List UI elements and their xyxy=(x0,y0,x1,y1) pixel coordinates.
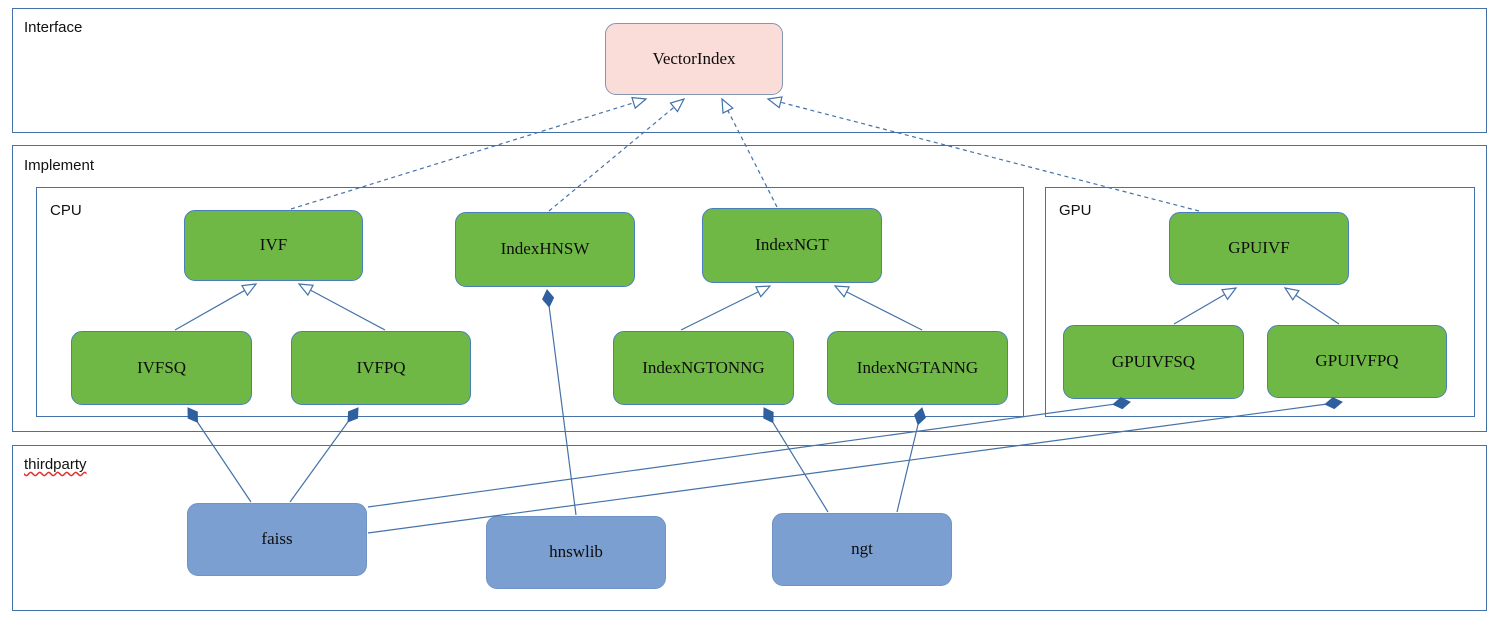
node-label-gpuivf: GPUIVF xyxy=(1228,238,1290,258)
node-label-indexhnsw: IndexHNSW xyxy=(500,239,590,259)
group-label-interface: Interface xyxy=(24,19,83,36)
node-indexhnsw[interactable]: IndexHNSW xyxy=(455,212,635,287)
node-vectorindex[interactable]: VectorIndex xyxy=(605,23,783,95)
node-faiss[interactable]: faiss xyxy=(187,503,367,576)
group-label-implement: Implement xyxy=(24,157,95,174)
node-label-ivfpq: IVFPQ xyxy=(356,357,406,377)
node-label-indexngt: IndexNGT xyxy=(755,235,829,255)
node-label-indexngtonng: IndexNGTONNG xyxy=(642,357,765,377)
node-hnswlib[interactable]: hnswlib xyxy=(486,516,666,589)
node-ngt[interactable]: ngt xyxy=(772,513,952,586)
node-ivfsq[interactable]: IVFSQ xyxy=(71,331,252,405)
node-label-gpuivfpq: GPUIVFPQ xyxy=(1315,351,1399,371)
node-label-faiss: faiss xyxy=(261,529,293,549)
node-label-ngt: ngt xyxy=(851,539,873,559)
group-label-gpu: GPU xyxy=(1059,202,1092,219)
node-label-vectorindex: VectorIndex xyxy=(652,48,736,68)
node-indexngt[interactable]: IndexNGT xyxy=(702,208,882,283)
node-ivfpq[interactable]: IVFPQ xyxy=(291,331,471,405)
node-indexngtanng[interactable]: IndexNGTANNG xyxy=(827,331,1008,405)
node-gpuivfsq[interactable]: GPUIVFSQ xyxy=(1063,325,1244,399)
group-label-thirdparty: thirdparty xyxy=(24,456,87,473)
node-label-gpuivfsq: GPUIVFSQ xyxy=(1111,351,1196,371)
node-gpuivfpq[interactable]: GPUIVFPQ xyxy=(1267,325,1447,398)
node-label-indexngtanng: IndexNGTANNG xyxy=(856,357,979,377)
node-gpuivf[interactable]: GPUIVF xyxy=(1169,212,1349,285)
node-indexngtonng[interactable]: IndexNGTONNG xyxy=(613,331,794,405)
node-label-hnswlib: hnswlib xyxy=(549,542,603,562)
node-label-ivfsq: IVFSQ xyxy=(136,357,187,377)
group-label-cpu: CPU xyxy=(50,202,82,219)
node-label-ivf: IVF xyxy=(259,235,288,255)
node-ivf[interactable]: IVF xyxy=(184,210,363,281)
